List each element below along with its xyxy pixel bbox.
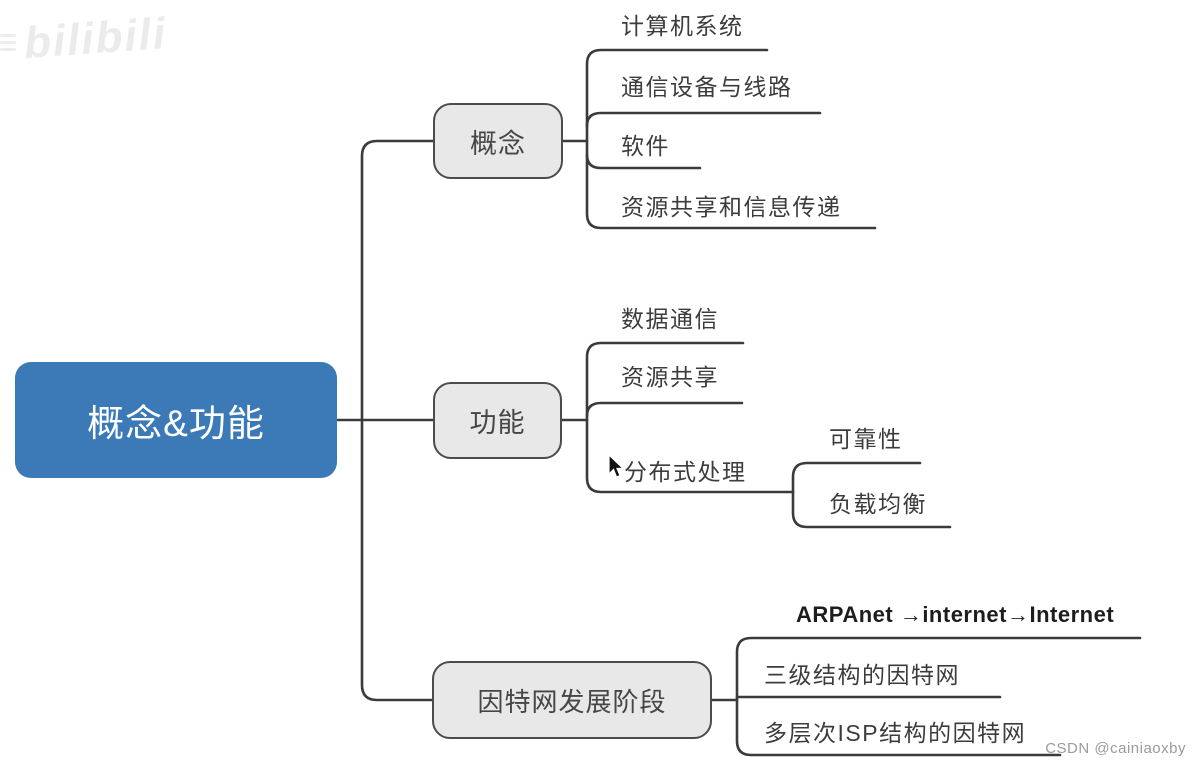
leaf-computer-system[interactable]: 计算机系统 bbox=[621, 13, 744, 39]
root-topic[interactable]: 概念&功能 bbox=[15, 362, 337, 478]
mouse-cursor-icon bbox=[608, 455, 625, 478]
bilibili-logo-watermark: bilibili bbox=[22, 9, 169, 68]
edge-trunk-down-internet bbox=[360, 418, 434, 702]
leaf-data-communication[interactable]: 数据通信 bbox=[621, 306, 719, 332]
leaf-three-tier-internet[interactable]: 三级结构的因特网 bbox=[764, 662, 960, 688]
leaf-load-balancing[interactable]: 负载均衡 bbox=[829, 491, 927, 517]
leaf-reliability[interactable]: 可靠性 bbox=[829, 426, 903, 452]
branch-topic-internet-stages[interactable]: 因特网发展阶段 bbox=[432, 661, 712, 739]
leaf-distributed-processing[interactable]: 分布式处理 bbox=[624, 459, 747, 485]
leaf-comm-equipment[interactable]: 通信设备与线路 bbox=[621, 74, 793, 100]
branch-topic-concept[interactable]: 概念 bbox=[433, 103, 563, 179]
leaf-resource-sharing[interactable]: 资源共享 bbox=[621, 364, 719, 390]
player-menu-icon bbox=[0, 30, 16, 55]
edge-function-child2 bbox=[585, 401, 744, 418]
csdn-watermark: CSDN @cainiaoxby bbox=[1045, 740, 1186, 757]
leaf-resource-info[interactable]: 资源共享和信息传递 bbox=[621, 194, 842, 220]
leaf-software[interactable]: 软件 bbox=[621, 133, 670, 159]
leaf-multilevel-isp[interactable]: 多层次ISP结构的因特网 bbox=[764, 720, 1027, 746]
edge-concept-child2 bbox=[585, 111, 822, 128]
branch-topic-function[interactable]: 功能 bbox=[433, 382, 562, 459]
leaf-arpanet-evolution[interactable]: ARPAnet →internet→Internet bbox=[796, 602, 1115, 627]
edge-trunk-up-concept bbox=[360, 139, 435, 422]
